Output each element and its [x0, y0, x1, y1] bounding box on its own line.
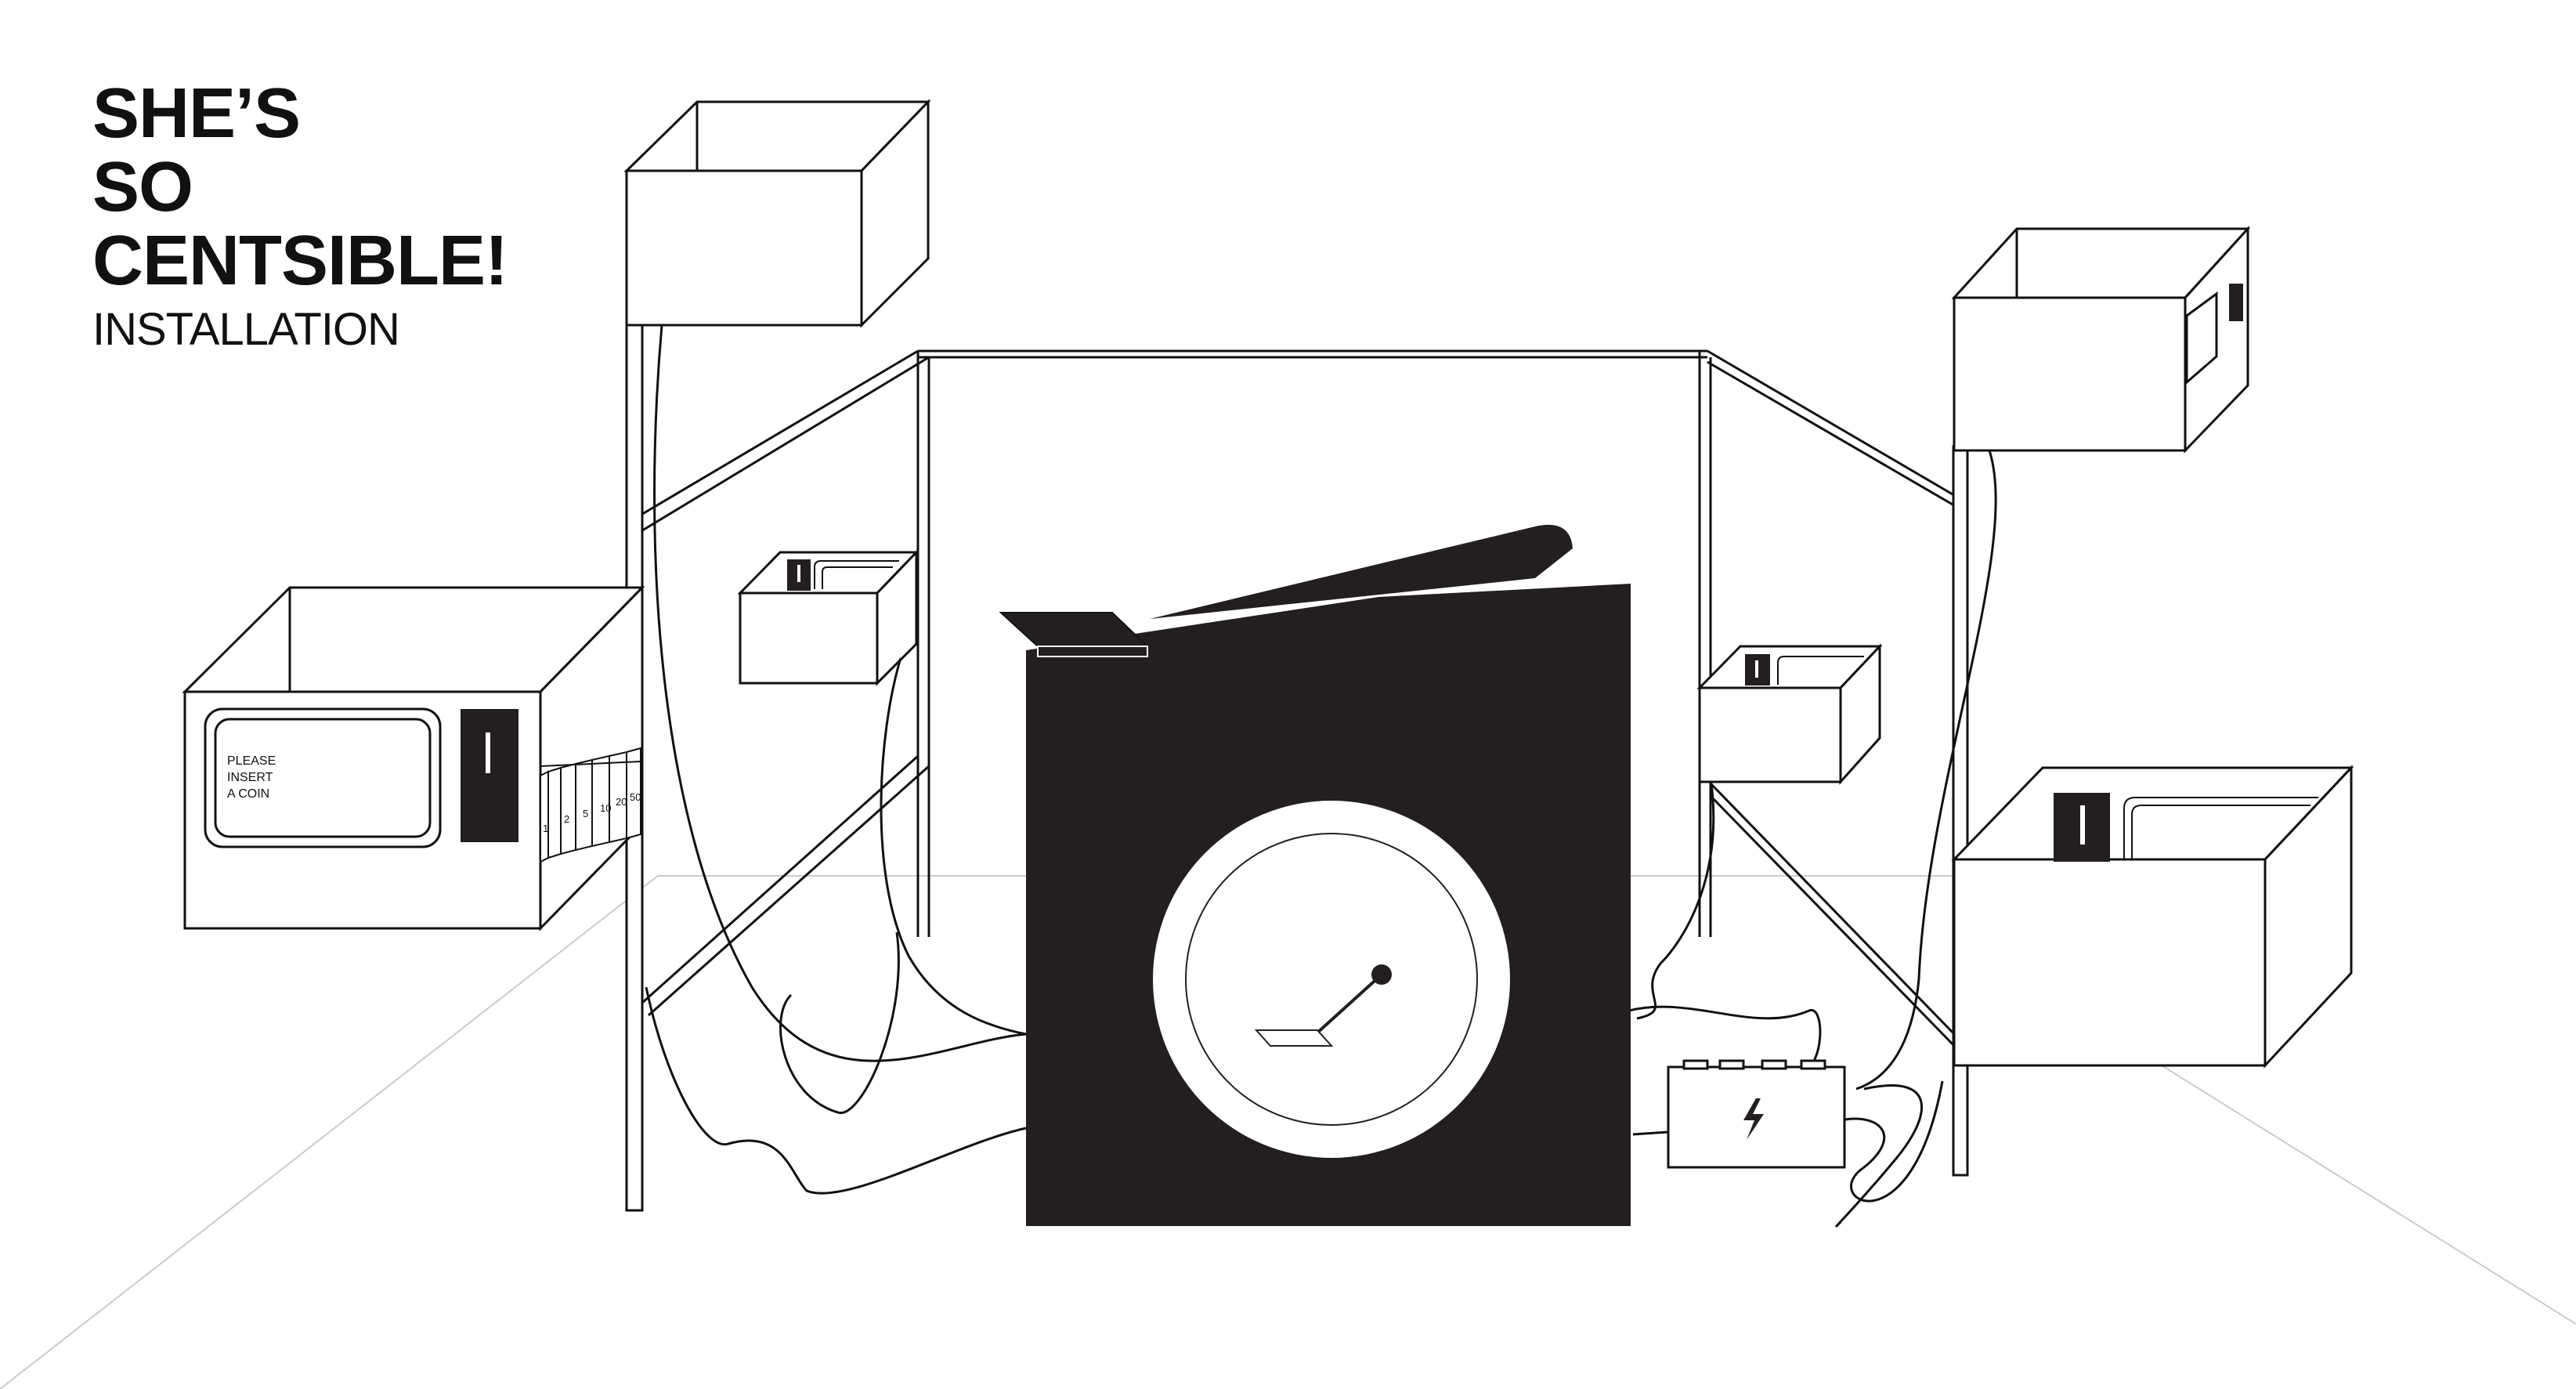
- coin-machine-screen: PLEASE INSERT A COIN: [227, 754, 276, 801]
- title-line-2: SO: [92, 148, 193, 226]
- left-basket: [737, 549, 919, 686]
- tonearm-head: [1254, 1029, 1334, 1047]
- denomination-slots: [540, 747, 641, 863]
- screen-line-2: INSERT: [227, 771, 273, 784]
- scaffold-frame: [626, 349, 1960, 1051]
- denom-label: 50: [630, 791, 641, 803]
- denom-label: 20: [616, 796, 627, 808]
- title-block: SHE’S SO CENTSIBLE! INSTALLATION: [92, 77, 508, 357]
- denom-label: 5: [583, 808, 588, 819]
- screen-line-3: A COIN: [227, 787, 269, 801]
- right-large-box: [1951, 765, 2354, 1069]
- denom-label: 2: [564, 813, 569, 825]
- coin-machine: [182, 584, 645, 931]
- subtitle: INSTALLATION: [92, 304, 400, 355]
- denomination-labels: 1 2 5 10 20 50: [543, 791, 641, 834]
- right-basket: [1696, 643, 1883, 785]
- battery-box: [1667, 1059, 1846, 1169]
- central-block: [999, 524, 1631, 1226]
- title-line-3: CENTSIBLE!: [92, 222, 508, 300]
- top-right-box: [1951, 226, 2251, 454]
- denom-label: 1: [543, 823, 548, 834]
- top-left-box: [623, 99, 931, 328]
- lightning-bolt-icon: [1743, 1098, 1764, 1140]
- title-line-1: SHE’S: [92, 74, 301, 153]
- screen-line-1: PLEASE: [227, 754, 276, 768]
- cables: [645, 324, 1997, 1228]
- denom-label: 10: [600, 802, 611, 814]
